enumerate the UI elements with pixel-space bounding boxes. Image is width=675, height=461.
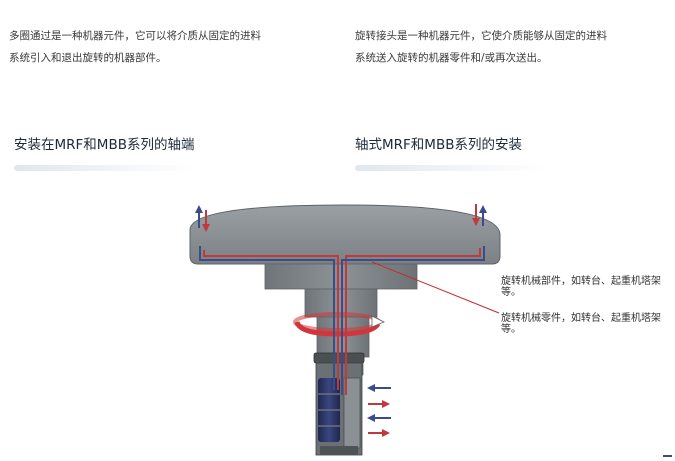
rotation-ring-tip [371,315,385,328]
union-base [320,446,358,455]
arrow-up-blue-icon [195,205,203,228]
heading-left-shadow [14,165,194,171]
callout-rotating-component: 旋转机械部件，如转台、起重机塔架等。 [501,276,661,298]
arrow-down-red-icon [472,204,480,226]
channel-blue-right [341,246,485,395]
callout-rotating-part: 旋转机械零件，如转台、起重机塔架等。 [501,313,661,335]
intro-paragraph-left: 多圈通过是一种机器元件，它可以将介质从固定的进料 系统引入和退出旋转的机器部件。 [9,25,329,69]
intro-paragraph-right: 旋转接头是一种机器元件，它使介质能够从固定的进料 系统送入旋转的机器零件和/或再… [355,25,665,69]
heading-right-shadow [355,165,545,171]
housing [189,204,501,376]
heading-shaft-mount: 轴式MRF和MBB系列的安装 [355,137,522,153]
intro-left-line-1: 多圈通过是一种机器元件，它可以将介质从固定的进料 [9,30,261,42]
arrow-right-red-icon [368,429,390,437]
intro-right-line-1: 旋转接头是一种机器元件，它使介质能够从固定的进料 [355,30,607,42]
arrow-right-red-icon [368,400,390,408]
channel-red [203,250,339,390]
port-flow-arrows [367,384,391,437]
arrow-left-blue-icon [367,384,391,392]
fluid-channels [199,246,485,395]
intro-left-line-2: 系统引入和退出旋转的机器部件。 [9,52,167,64]
channel-blue [199,246,335,390]
intro-right-line-2: 系统送入旋转的机器零件和/或再次送出。 [355,52,548,64]
arrow-down-red-icon [202,210,210,232]
corner-mark [663,455,672,457]
callout-leader-line [371,261,500,314]
top-flow-arrows [195,204,487,232]
channel-red-right [345,248,481,395]
heading-shaft-end-mount: 安装在MRF和MBB系列的轴端 [14,137,195,153]
arrow-left-blue-icon [367,414,391,422]
rotating-table-top [189,204,501,265]
arrow-up-blue-icon [479,205,487,226]
